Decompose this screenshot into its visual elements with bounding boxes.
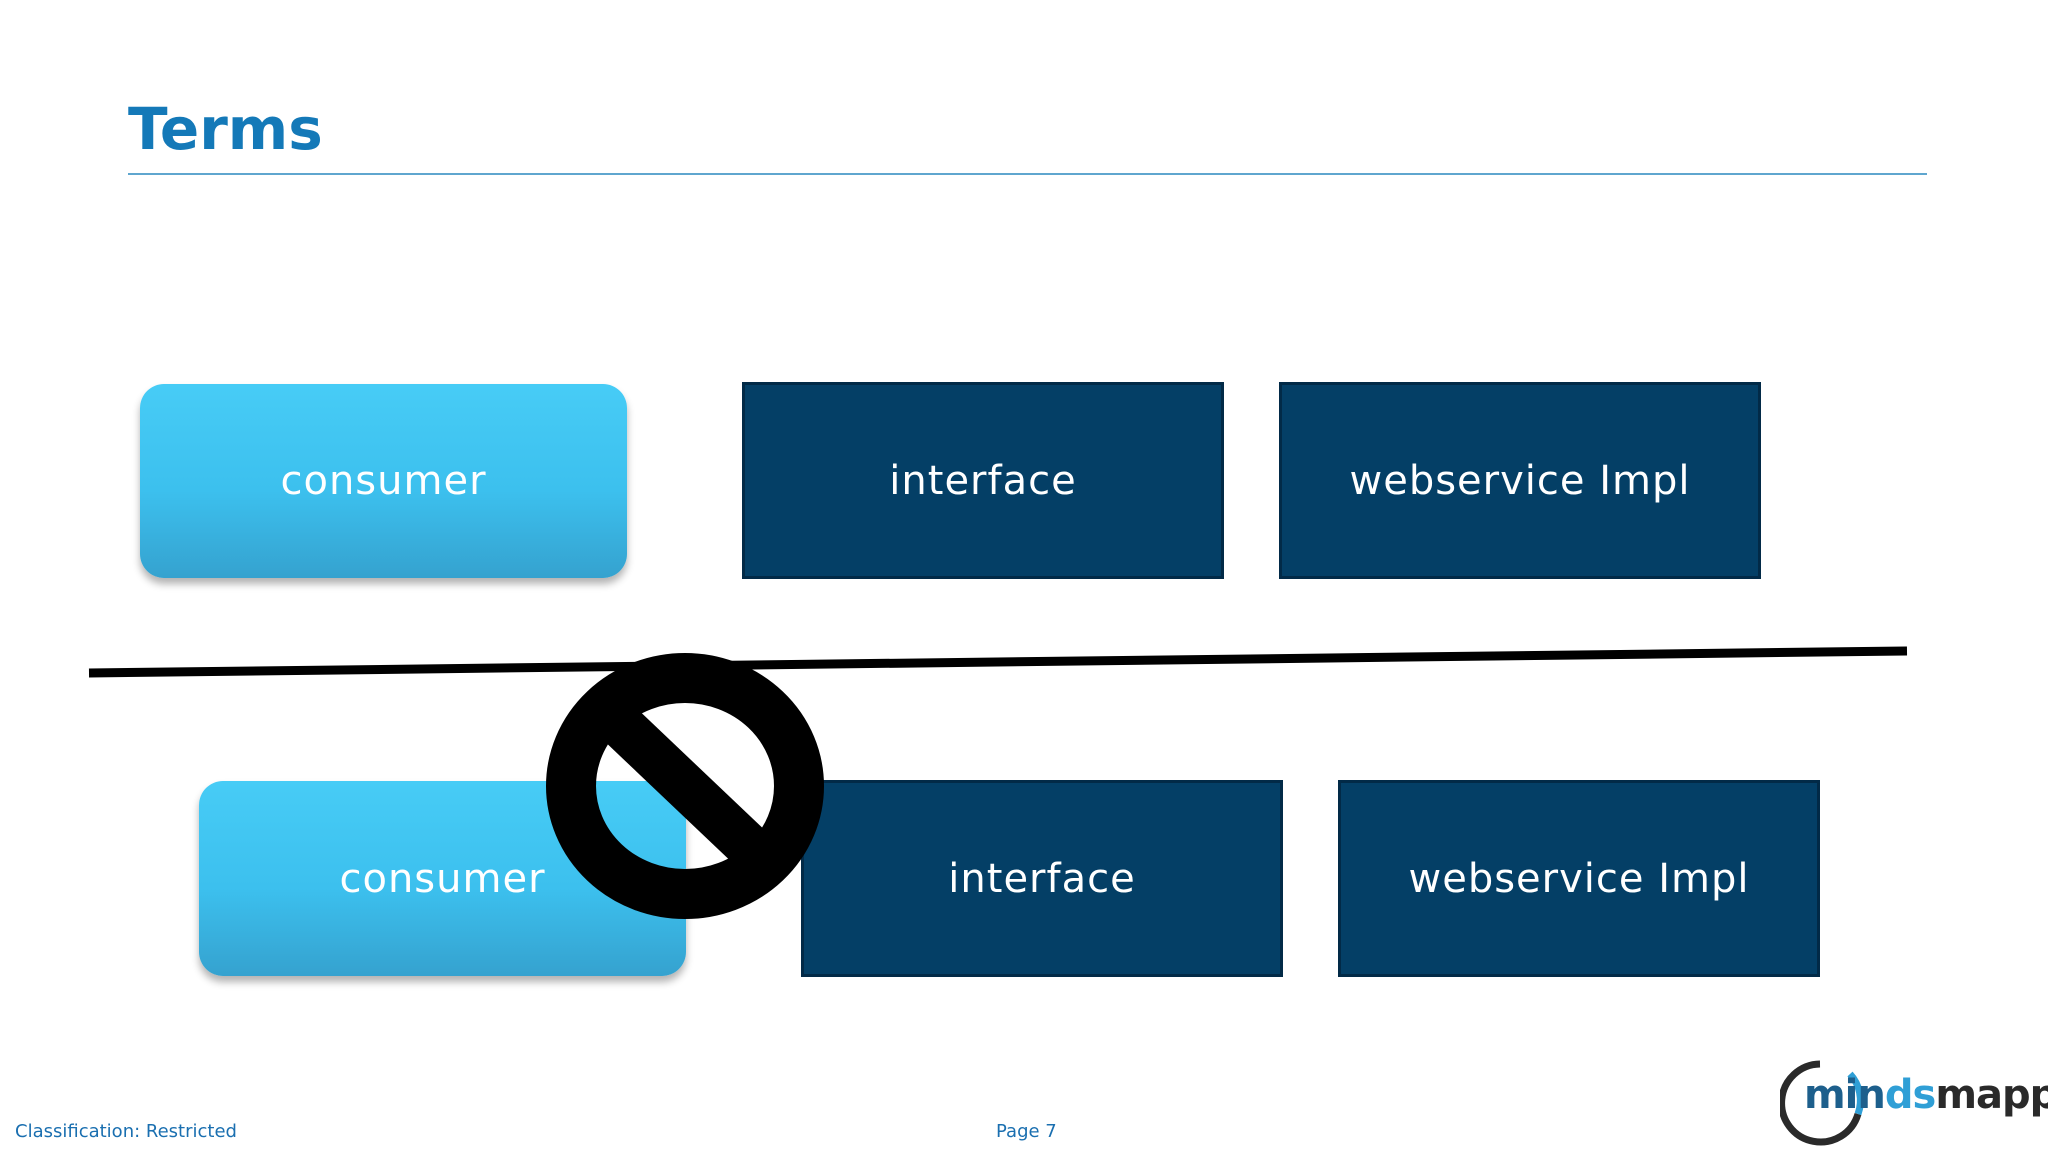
classification-label: Classification: Restricted (15, 1121, 237, 1142)
logo-wordmark: mindsmapped (1804, 1072, 2048, 1118)
logo-ring-icon (1780, 1060, 1864, 1146)
logo-part-1: min (1804, 1072, 1886, 1118)
title-underline (128, 173, 1927, 175)
mindsmapped-logo: mindsmapped (1780, 1058, 2048, 1148)
logo-part-2: ds (1884, 1072, 1936, 1118)
page-number: Page 7 (996, 1121, 1057, 1142)
bottom-interface-box: interface (801, 780, 1283, 977)
top-webservice-box: webservice Impl (1279, 382, 1761, 579)
top-interface-box: interface (742, 382, 1224, 579)
bottom-consumer-box: consumer (199, 781, 686, 976)
top-consumer-box: consumer (140, 384, 627, 578)
page-title: Terms (128, 95, 323, 163)
bottom-webservice-box: webservice Impl (1338, 780, 1820, 977)
logo-part-3: mapped (1935, 1072, 2048, 1118)
